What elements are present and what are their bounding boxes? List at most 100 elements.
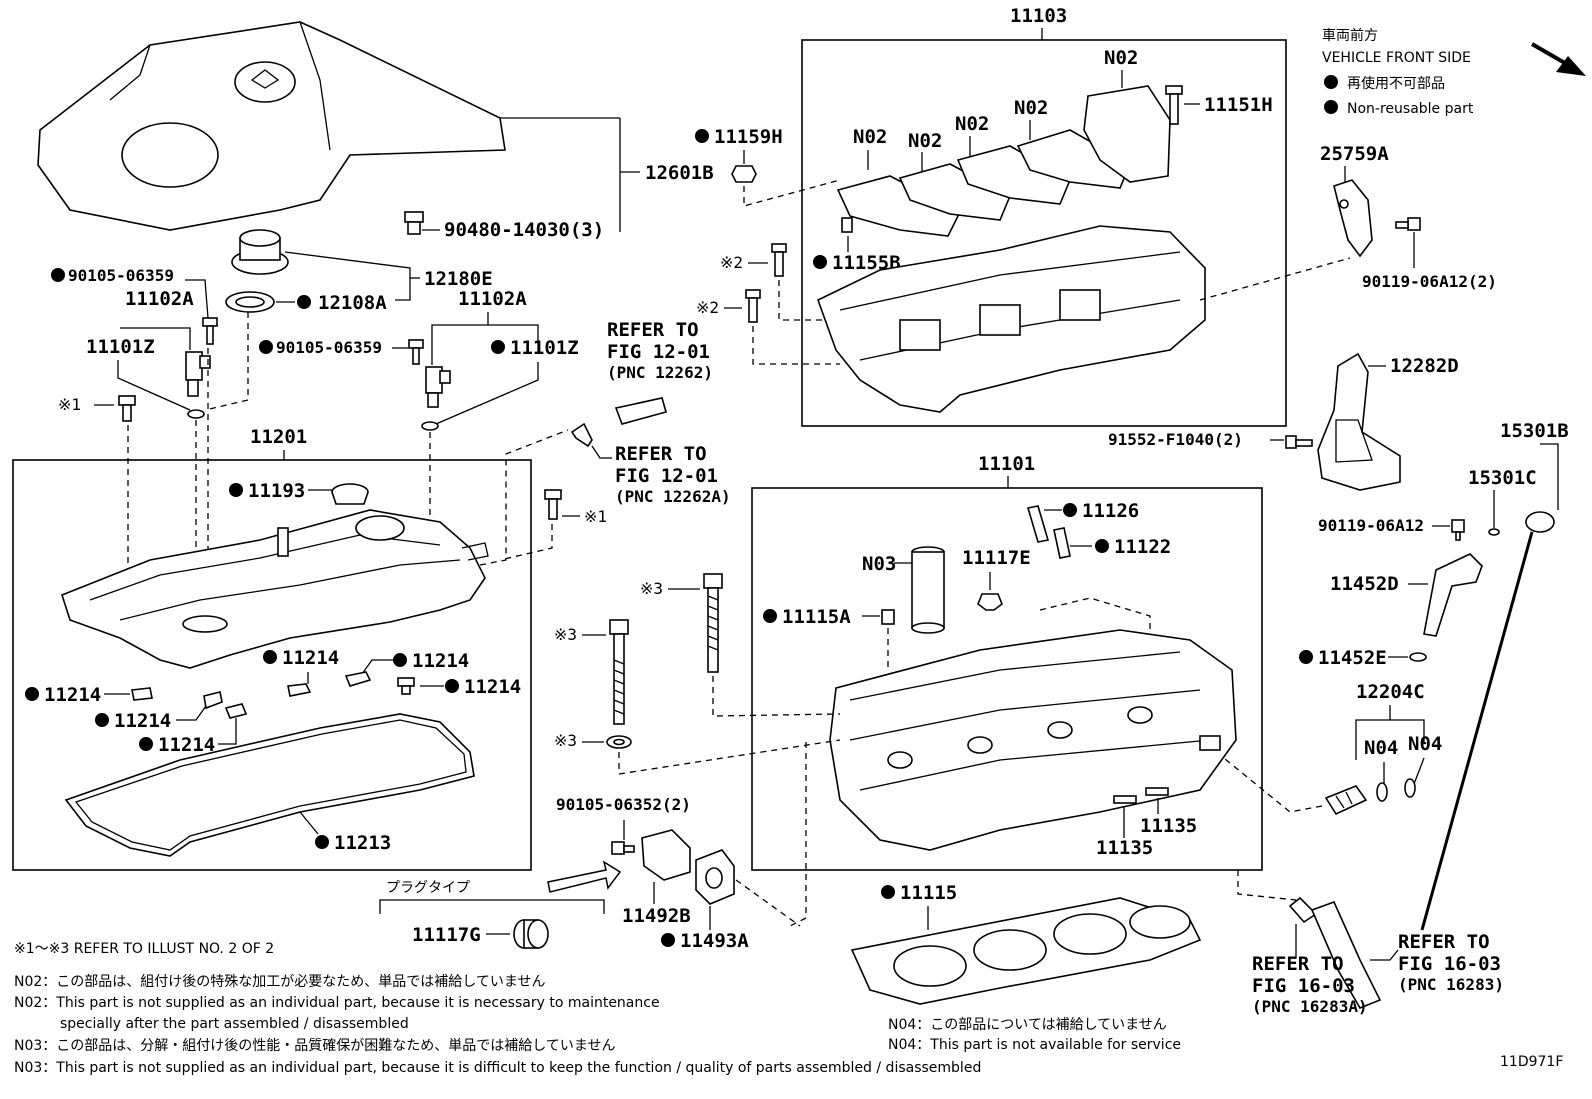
nonreusable-dot-icon — [763, 609, 777, 623]
label-11155b: 11155B — [832, 252, 901, 274]
seal-11135-a — [1113, 795, 1137, 804]
cylinder-head-box — [751, 487, 1263, 871]
diagram-id: 11D971F — [1500, 1054, 1563, 1070]
gauge-oring — [1488, 528, 1500, 536]
pin-11115a — [881, 609, 895, 625]
note-n04-jp: N04：この部品については補給していません — [888, 1017, 1167, 1033]
nonreusable-dot-icon — [695, 129, 709, 143]
label-11102a-mid: 11102A — [458, 288, 527, 310]
cover-plate-11492b — [641, 829, 691, 881]
nonreusable-dot-icon — [491, 340, 505, 354]
nonreusable-dot-icon — [1095, 539, 1109, 553]
label-11193: 11193 — [248, 480, 305, 502]
plug-11117g — [513, 919, 549, 949]
nut-11159h — [731, 165, 757, 183]
label-11117e: 11117E — [962, 547, 1031, 569]
label-12282d: 12282D — [1390, 355, 1459, 377]
label-91552-f1040: 91552-F1040(2) — [1108, 430, 1243, 449]
label-90119-06a12-pair: 90119-06A12(2) — [1362, 272, 1497, 291]
pin-11155b — [841, 217, 853, 233]
label-ref2-a: ※2 — [720, 253, 743, 272]
clip-5 — [203, 691, 223, 710]
note-ref: ※1～※3 REFER TO ILLUST NO. 2 OF 2 — [14, 941, 274, 957]
label-n04-1: N04 — [1364, 737, 1398, 759]
label-11135-b: 11135 — [1096, 837, 1153, 859]
label-refer2-c: (PNC 12262A) — [615, 487, 731, 506]
label-11101z-mid: 11101Z — [510, 337, 579, 359]
nonreusable-dot-icon — [1299, 650, 1313, 664]
clip-1 — [287, 683, 312, 697]
nonreusable-dot-icon — [263, 650, 277, 664]
cap-gasket — [225, 291, 275, 313]
cylinder-head — [829, 629, 1237, 851]
bolt-90105-06352 — [611, 841, 635, 855]
oil-level-gauge — [1420, 511, 1555, 931]
valve-guide-n03 — [911, 546, 945, 634]
note-n03-jp: N03：この部品は、分解・組付け後の性能・品質確保が困難なため、単品では補給して… — [14, 1038, 615, 1054]
bolt-90119-06a12-pair — [1395, 217, 1421, 231]
ref1-bolt-mid — [544, 489, 562, 520]
label-11214-5: 11214 — [114, 710, 171, 732]
label-refer2-a: REFER TO — [615, 443, 707, 465]
label-ref3-b: ※3 — [554, 625, 577, 644]
note-n02-jp: N02：この部品は、組付け後の特殊な加工が必要なため、単品では補給していません — [14, 974, 545, 990]
label-n02-a: N02 — [853, 126, 887, 148]
label-15301b: 15301B — [1500, 420, 1569, 442]
cover-bolt — [404, 211, 424, 235]
nonreusable-dot-icon — [1324, 75, 1338, 89]
label-n04-2: N04 — [1408, 733, 1442, 755]
nonreusable-dot-icon — [25, 687, 39, 701]
nonreusable-dot-icon — [51, 268, 65, 282]
note-n04-en: N04：This part is not available for servi… — [888, 1037, 1181, 1053]
label-12108a: 12108A — [318, 292, 387, 314]
hose-clip-a — [570, 422, 593, 448]
label-12180e: 12180E — [424, 268, 493, 290]
label-11115: 11115 — [900, 882, 957, 904]
label-12204c: 12204C — [1356, 681, 1425, 703]
nonreusable-dot-icon — [1324, 100, 1338, 114]
bolt-91552-f1040 — [1285, 435, 1313, 449]
label-11452e: 11452E — [1318, 647, 1387, 669]
ref2-bolt-b — [745, 289, 761, 323]
label-11214-6: 11214 — [158, 734, 215, 756]
bolt-90119-06a12 — [1451, 519, 1465, 541]
label-ref1-left: ※1 — [58, 395, 81, 414]
oring-mid — [421, 421, 439, 431]
label-11151h: 11151H — [1204, 94, 1273, 116]
label-90119-06a12: 90119-06A12 — [1318, 516, 1424, 535]
oil-filler-cap — [231, 229, 289, 275]
head-bolt-long — [703, 573, 723, 673]
seal-11135-b — [1145, 787, 1169, 796]
label-90105-06359-mid: 90105-06359 — [276, 338, 382, 357]
label-15301c: 15301C — [1468, 467, 1537, 489]
label-90105-06352: 90105-06352(2) — [556, 795, 691, 814]
note-n02-en-1: N02：This part is not supplied as an indi… — [14, 995, 660, 1011]
clip-6 — [224, 703, 248, 719]
engine-hanger-12282d — [1317, 352, 1401, 491]
label-ref3-a: ※3 — [640, 579, 663, 598]
oring-left — [187, 409, 205, 419]
legend-nonreusable-jp: 再使用不可部品 — [1347, 75, 1445, 92]
nonreusable-dot-icon — [259, 340, 273, 354]
label-11214-3: 11214 — [464, 676, 521, 698]
label-12601b: 12601B — [645, 162, 714, 184]
legend-nonreusable: Non-reusable part — [1347, 101, 1474, 117]
label-11101: 11101 — [978, 453, 1035, 475]
front-arrow-icon — [1530, 42, 1586, 76]
legend-front-jp: 車両前方 — [1322, 27, 1378, 44]
label-n02-b: N02 — [908, 130, 942, 152]
label-11214-4: 11214 — [44, 684, 101, 706]
plug-11117e — [977, 593, 1003, 611]
label-refer1-b: FIG 12-01 — [607, 341, 710, 363]
clip-3 — [397, 677, 415, 695]
label-90480-14030: 90480-14030(3) — [444, 219, 604, 241]
ref2-bolt-a — [771, 243, 787, 277]
label-plug-type: プラグタイプ — [386, 880, 470, 896]
guide-oring — [1409, 652, 1427, 662]
label-n02-top: N02 — [1104, 47, 1138, 69]
union-oring-2 — [1404, 778, 1416, 798]
engine-cover — [37, 21, 506, 231]
union-oring-1 — [1376, 782, 1388, 802]
label-refer4-c: (PNC 16283) — [1398, 975, 1504, 994]
